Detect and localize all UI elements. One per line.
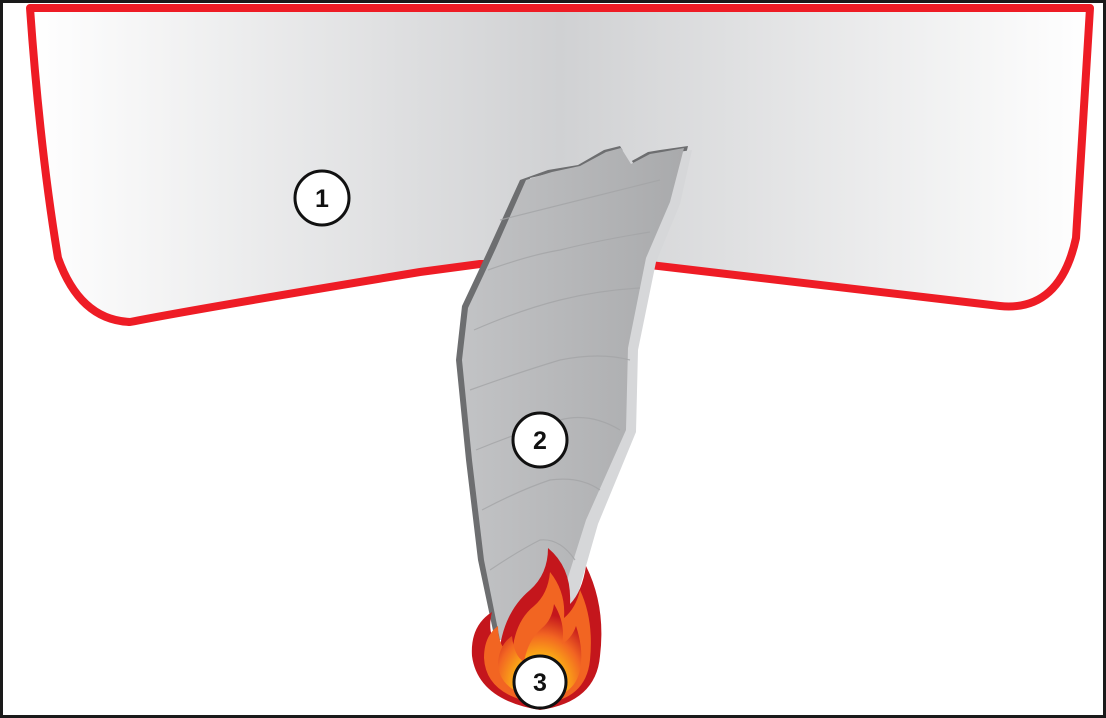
callout-1-label: 1	[315, 185, 329, 213]
callout-1: 1	[295, 171, 349, 225]
callout-3-label: 3	[533, 669, 547, 697]
callout-2: 2	[513, 413, 567, 467]
callout-2-label: 2	[533, 427, 547, 455]
callout-3: 3	[514, 656, 566, 708]
